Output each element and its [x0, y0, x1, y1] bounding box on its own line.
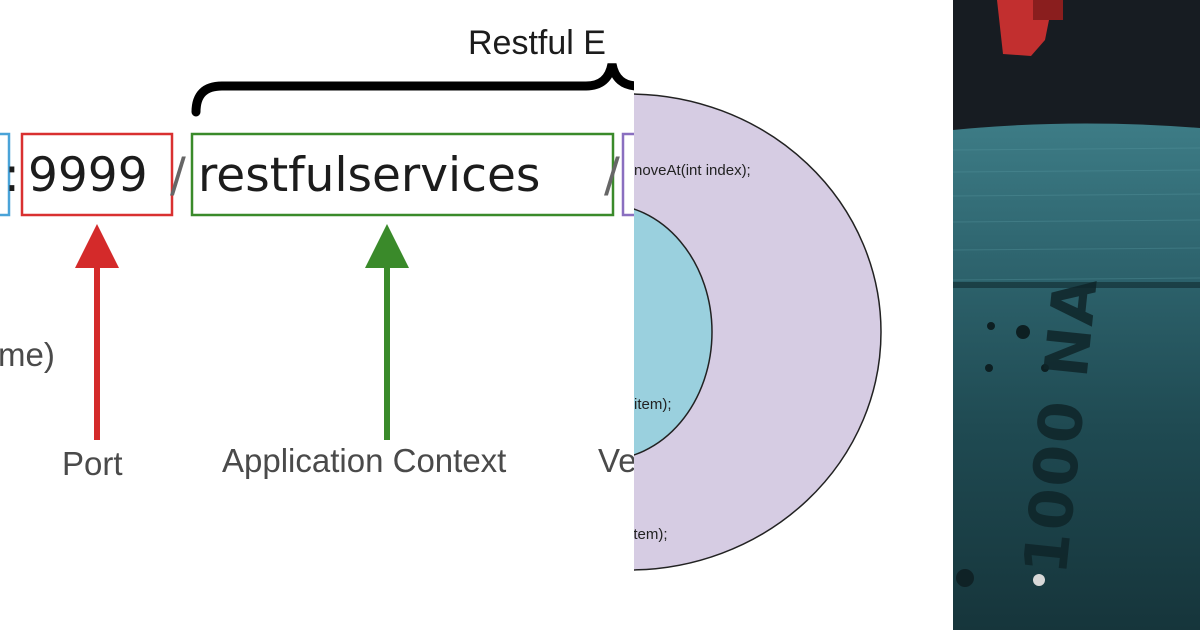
inner-ellipse [634, 208, 713, 456]
colon-separator: : [4, 148, 20, 203]
hostname-label: me) [0, 336, 55, 373]
ellipse-graphics [634, 93, 882, 571]
version-box [621, 132, 634, 217]
method-text-1: noveAt(int index); [634, 162, 751, 179]
version-label: Ve [598, 442, 634, 479]
mailbox-photo [953, 0, 1200, 630]
mailbox-body [953, 123, 1200, 630]
port-label: Port [62, 445, 123, 482]
context-arrow-head [365, 224, 409, 268]
application-context-label: Application Context [222, 442, 507, 479]
slash-separator-1: / [170, 148, 186, 203]
context-box [190, 132, 615, 217]
port-box [20, 132, 174, 217]
port-arrow-head [75, 224, 119, 268]
curly-brace [191, 62, 634, 117]
slash-separator-2: / [604, 148, 620, 203]
outer-ellipse [634, 93, 882, 571]
uri-diagram-graphics [0, 62, 634, 440]
method-text-3: item); [634, 526, 668, 543]
ellipse-diagram-panel: noveAt(int index); item); item); [634, 0, 953, 630]
uri-diagram-panel: Restful E : 9999 / restfulservices / me)… [0, 24, 634, 482]
mailbox-photo-panel: 1000 NA [953, 0, 1200, 630]
context-value: restfulservices [198, 148, 541, 203]
port-value: 9999 [28, 148, 148, 203]
method-text-2: item); [634, 396, 672, 413]
host-box [0, 132, 11, 217]
restful-heading: Restful E [468, 24, 606, 62]
